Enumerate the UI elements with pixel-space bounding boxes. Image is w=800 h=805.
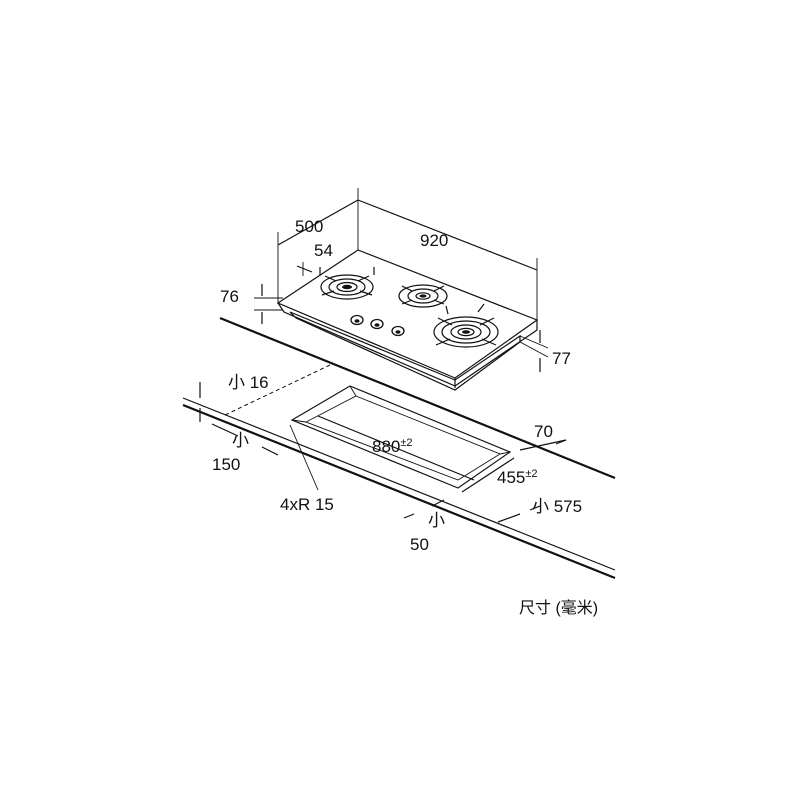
label-50: 50 (410, 535, 429, 554)
label-min-50-prefix: 小 (428, 511, 445, 530)
label-54: 54 (314, 241, 333, 260)
dimension-labels: 920 500 54 76 77 小 16 小 150 880±2 455±2 … (212, 217, 598, 617)
hob-dimensions (254, 188, 549, 372)
worktop-back-edge (219, 316, 616, 480)
label-880: 880±2 (372, 437, 413, 456)
burner-middle (398, 284, 448, 308)
label-500: 500 (295, 217, 323, 236)
label-min-150-prefix: 小 (232, 431, 249, 450)
burner-left (319, 267, 375, 300)
label-77: 77 (552, 349, 571, 368)
label-min-575: 小 575 (532, 497, 582, 516)
worktop-front-top-edge (182, 397, 616, 571)
cutout-inner (304, 395, 501, 481)
burner-right (433, 303, 499, 348)
label-455: 455±2 (497, 468, 538, 487)
control-knobs (350, 314, 405, 337)
unit-label: 尺寸 (毫米) (519, 598, 598, 617)
label-min-16: 小 16 (228, 373, 269, 392)
label-76: 76 (220, 287, 239, 306)
worktop-front-edge (182, 403, 616, 580)
cutout (290, 385, 512, 489)
label-920: 920 (420, 231, 448, 250)
worktop-drawing (182, 316, 616, 580)
cutout-outline (290, 385, 512, 489)
hob-underside (289, 311, 521, 391)
worktop-hidden-edge (224, 364, 331, 416)
label-corner-radius: 4xR 15 (280, 495, 334, 514)
hob-front-edge (277, 302, 538, 387)
label-150: 150 (212, 455, 240, 474)
label-70: 70 (534, 422, 553, 441)
hob-drawing (276, 249, 539, 391)
worktop-dimensions (199, 382, 567, 523)
